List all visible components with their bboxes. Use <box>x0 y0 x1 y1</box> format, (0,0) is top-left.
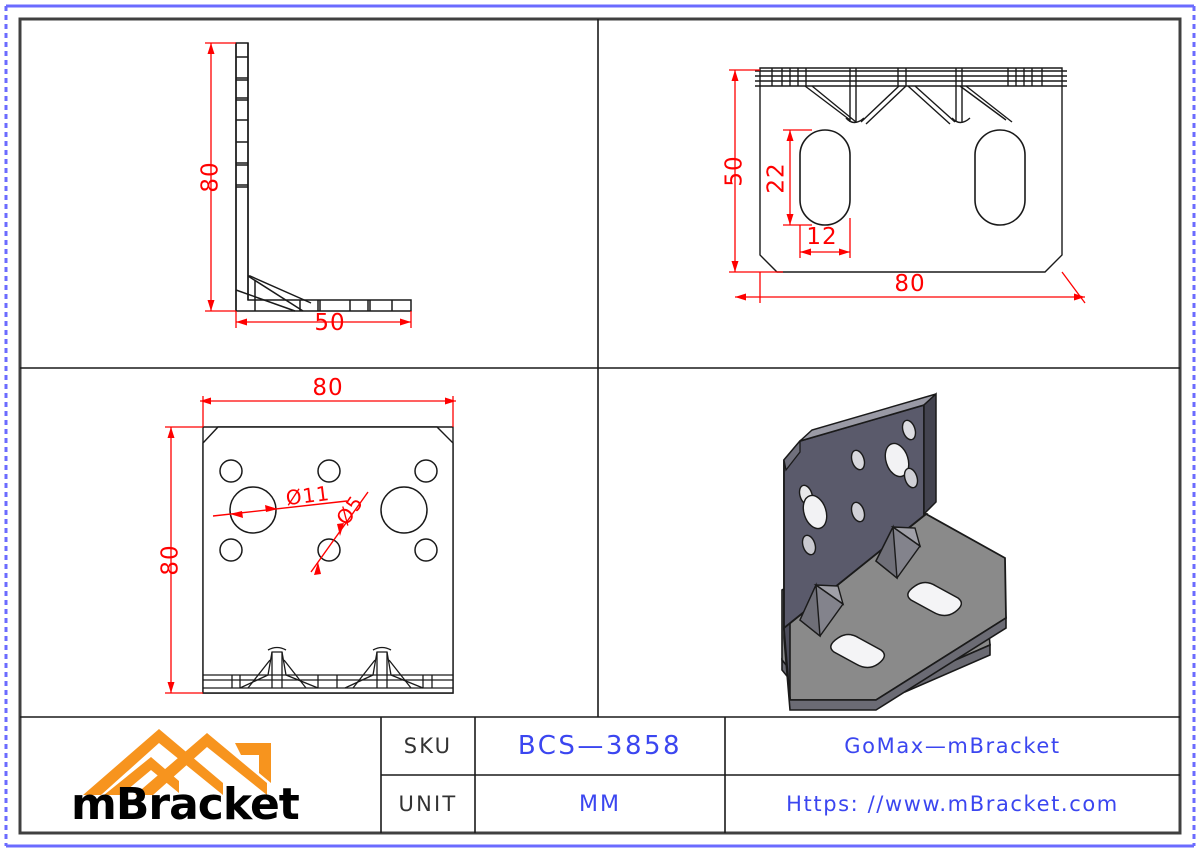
logo-wordmark: mBracket <box>71 779 300 823</box>
leader-dia11 <box>212 500 348 518</box>
roof-mountain-icon <box>83 729 271 795</box>
unit-value: MM <box>579 791 621 817</box>
view-grid-dividers <box>20 19 1180 718</box>
title-cell-unit-value: MM <box>475 775 725 833</box>
title-cell-company: GoMax—mBracket <box>725 717 1180 775</box>
title-cell-website[interactable]: Https: //www.mBracket.com <box>725 775 1180 833</box>
side-view: 80 50 <box>198 42 412 336</box>
dimension-label-top-height: 80 <box>158 544 184 575</box>
dimension-label-side-width: 50 <box>314 310 345 336</box>
dimension-slot-height <box>783 129 812 226</box>
title-cell-sku-value: BCS—3858 <box>475 717 725 775</box>
title-block-grid <box>380 717 1180 833</box>
dimension-top-width <box>200 396 456 427</box>
sheet-border-inner <box>18 17 1182 835</box>
dimension-slot-width <box>799 218 851 258</box>
leader-dia5 <box>310 491 369 575</box>
dimension-label-slot-height: 22 <box>764 162 790 193</box>
website-url[interactable]: Https: //www.mBracket.com <box>786 792 1119 816</box>
dimension-label-side-height: 80 <box>198 161 224 192</box>
logo-svg: mBracket <box>71 729 301 830</box>
company-name: GoMax—mBracket <box>844 734 1061 758</box>
top-view: 80 80 Ø11 Ø5 <box>158 375 456 694</box>
isometric-view <box>781 392 1007 711</box>
dimension-front-width <box>735 271 1086 304</box>
dimension-label-slot-width: 12 <box>806 224 837 250</box>
title-cell-unit-label: UNIT <box>381 775 475 833</box>
dimension-label-dia11: Ø11 <box>284 481 331 510</box>
dimension-side-width <box>235 311 412 328</box>
sku-value: BCS—3858 <box>517 731 683 761</box>
front-view: 50 22 12 <box>722 67 1086 304</box>
dimension-front-height <box>729 69 783 273</box>
unit-label: UNIT <box>398 792 458 816</box>
front-view-slots <box>799 129 1026 226</box>
title-cell-sku-label: SKU <box>381 717 475 775</box>
dimension-top-height <box>165 426 203 694</box>
top-view-holes <box>219 459 438 562</box>
dimension-label-top-width: 80 <box>312 375 343 401</box>
dimension-label-front-height: 50 <box>722 155 748 186</box>
brand-logo: mBracket <box>55 723 355 830</box>
dimension-side-height <box>205 42 236 312</box>
sku-label: SKU <box>403 734 453 758</box>
dimension-label-front-width: 80 <box>894 271 925 297</box>
sheet-border-outer <box>4 4 1196 848</box>
